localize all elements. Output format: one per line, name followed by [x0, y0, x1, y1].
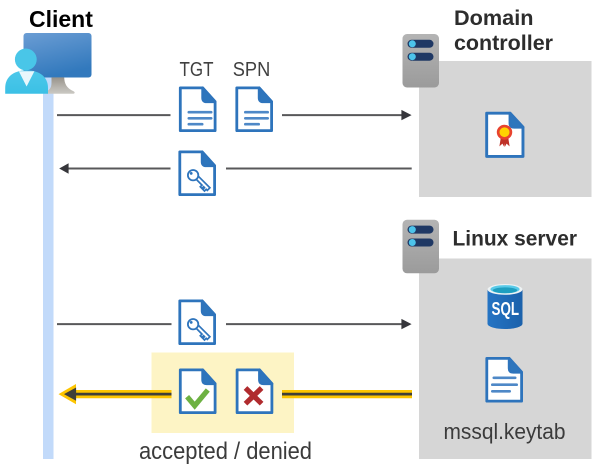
svg-text:Domain: Domain — [454, 7, 534, 30]
svg-text:Linux server: Linux server — [453, 227, 578, 250]
svg-text:mssql.keytab: mssql.keytab — [444, 419, 566, 444]
svg-text:SQL: SQL — [492, 299, 520, 319]
svg-text:Client: Client — [29, 6, 93, 32]
svg-text:SPN: SPN — [233, 59, 271, 81]
svg-text:accepted / denied: accepted / denied — [139, 438, 312, 465]
svg-text:controller: controller — [454, 32, 553, 55]
svg-text:TGT: TGT — [180, 59, 214, 81]
